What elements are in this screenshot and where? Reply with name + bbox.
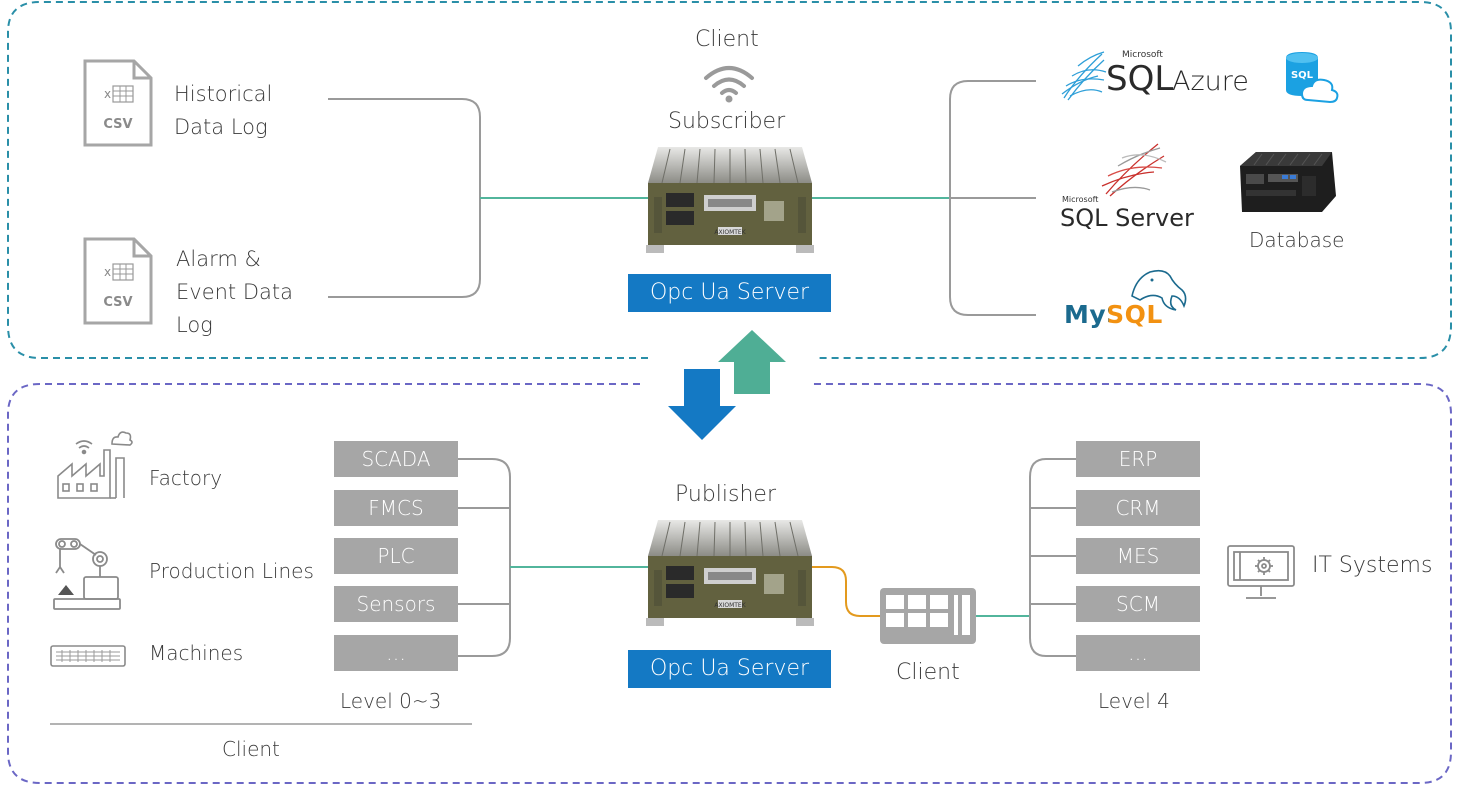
level03-item-scada: SCADA: [334, 441, 458, 477]
mysql-text: MySQL: [1064, 302, 1163, 327]
azure-sql-database-icon: SQL: [1286, 52, 1339, 104]
level03-label: Level 0~3: [340, 689, 442, 713]
level03-item-sensors: Sensors: [334, 586, 458, 622]
top-opc-ua-server-badge: Opc Ua Server: [628, 274, 831, 312]
left-file-bracket: [328, 98, 481, 298]
historical-log-label-line1: Historical: [174, 82, 273, 106]
level4-item-crm: CRM: [1076, 490, 1200, 526]
historical-log-label-line2: Data Log: [174, 115, 268, 139]
alarm-log-label-line1: Alarm &: [176, 247, 261, 271]
subscriber-device-icon: AXIOMTEK: [646, 147, 814, 253]
factory-label: Factory: [149, 466, 223, 490]
top-section-border: [7, 1, 1452, 359]
azure-badge-text: SQL: [1291, 70, 1314, 81]
level03-item-plc: PLC: [334, 538, 458, 574]
level4-item-scm: SCM: [1076, 586, 1200, 622]
database-label: Database: [1249, 228, 1345, 252]
mysql-wordmark: MySQL: [1064, 300, 1163, 329]
alarm-log-label-line2: Event Data: [176, 280, 293, 304]
csv-file-icon: x CSV: [83, 237, 153, 325]
mysql-dolphin-icon: [1131, 269, 1187, 311]
sql-azure-swirl-icon: [1061, 51, 1107, 101]
sql-server-microsoft-text: Microsoft: [1062, 195, 1099, 204]
bottom-section-border: [7, 383, 1452, 784]
sql-azure-sql-text: SQL: [1106, 59, 1174, 99]
level4-item-more: …: [1076, 635, 1200, 671]
it-systems-monitor-icon: [1227, 545, 1295, 599]
level03-item-more: …: [334, 635, 458, 671]
svg-text:x: x: [104, 265, 111, 279]
link-publisher-to-client: [806, 566, 880, 617]
device-brand-text: AXIOMTEK: [714, 229, 746, 236]
level03-item-fmcs: FMCS: [334, 490, 458, 526]
sources-client-label: Client: [222, 737, 280, 761]
production-lines-label: Production Lines: [149, 559, 314, 583]
device-brand-text: AXIOMTEK: [714, 602, 746, 609]
sql-server-swirl-icon: [1101, 143, 1167, 197]
it-systems-label: IT Systems: [1312, 553, 1433, 578]
csv-icon-text: CSV: [103, 295, 132, 310]
sql-azure-microsoft-text: Microsoft: [1122, 50, 1163, 60]
database-server-icon: [1240, 152, 1336, 212]
robot-arm-icon: [53, 538, 121, 610]
factory-icon: [57, 431, 133, 499]
subscriber-label: Subscriber: [668, 109, 786, 134]
machines-label: Machines: [149, 641, 244, 665]
level4-bracket: [1029, 458, 1076, 657]
alarm-log-label-line3: Log: [176, 313, 213, 337]
csv-icon-text: CSV: [103, 117, 132, 132]
bottom-opc-ua-server-badge: Opc Ua Server: [628, 650, 831, 688]
publisher-device-icon: AXIOMTEK: [646, 520, 814, 626]
level4-item-erp: ERP: [1076, 441, 1200, 477]
svg-text:x: x: [104, 87, 111, 101]
level4-item-mes: MES: [1076, 538, 1200, 574]
level03-bracket: [458, 458, 511, 657]
up-arrow: [718, 330, 786, 394]
client-window-icon: [880, 588, 976, 644]
wifi-icon: [704, 66, 754, 103]
publisher-label: Publisher: [675, 482, 776, 507]
top-client-label: Client: [695, 27, 759, 52]
client-device-label: Client: [896, 660, 960, 685]
csv-file-icon: x CSV: [83, 59, 153, 147]
down-arrow: [668, 369, 736, 440]
level4-label: Level 4: [1098, 689, 1170, 713]
sql-azure-azure-text: Azure: [1172, 66, 1249, 97]
sql-server-text: SQL Server: [1060, 204, 1194, 232]
keyboard-icon: [50, 645, 126, 667]
